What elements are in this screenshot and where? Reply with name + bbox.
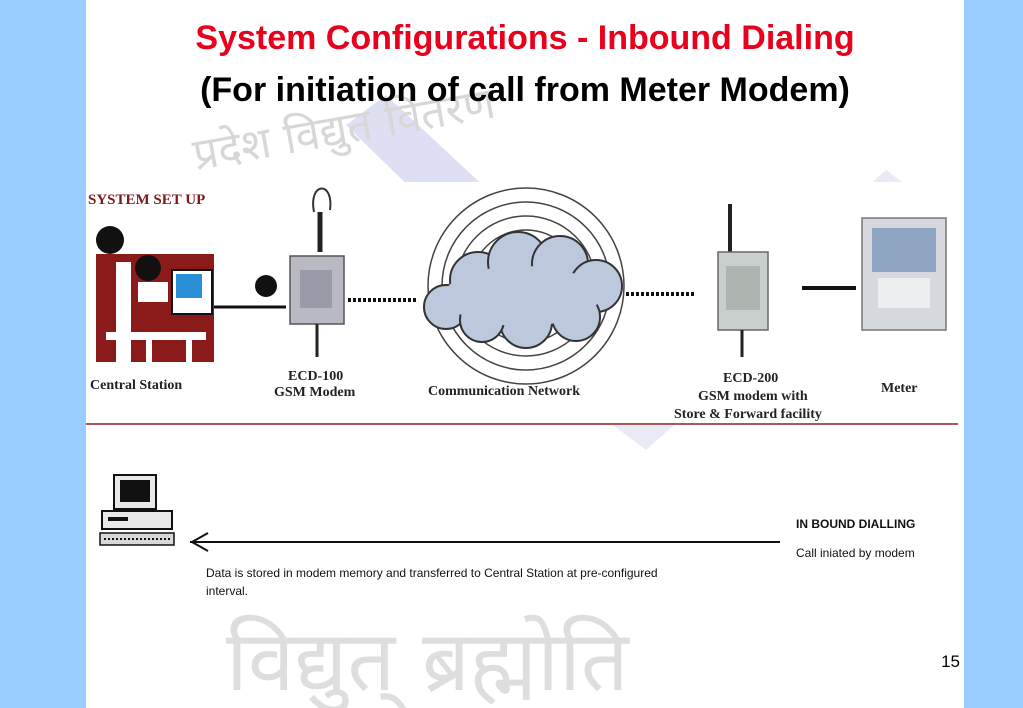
slide-subtitle: (For initiation of call from Meter Modem… <box>200 71 850 109</box>
inbound-note-line2: interval. <box>206 584 248 598</box>
central-station-label: Central Station <box>90 378 182 393</box>
computer-icon <box>99 474 175 546</box>
inbound-dialling-diagram: IN BOUND DIALLING Call iniated by modem … <box>86 463 964 603</box>
ecd100-modem-icon <box>289 187 345 357</box>
meter-label: Meter <box>881 381 918 396</box>
inbound-arrow-head <box>189 532 209 552</box>
slide-title: System Configurations - Inbound Dialing <box>195 19 855 57</box>
setup-heading: SYSTEM SET UP <box>88 192 205 208</box>
ecd200-modem-icon <box>717 204 769 357</box>
page-number: 15 <box>941 652 960 671</box>
ecd100-label-1: ECD-100 <box>288 369 343 384</box>
ecd200-label-1: ECD-200 <box>723 371 778 386</box>
central-station-icon <box>96 226 214 362</box>
inbound-caption: Call iniated by modem <box>796 546 915 560</box>
watermark-bottom-text: विद्युत् ब्रह्मोति <box>226 612 631 708</box>
inbound-panel <box>86 463 964 603</box>
meter-icon <box>861 217 947 331</box>
ecd200-label-2: GSM modem with <box>698 389 808 404</box>
slide: प्रदेश विद्युत वितरण विद्युत् ब्रह्मोति … <box>86 0 964 708</box>
ecd100-label-2: GSM Modem <box>274 385 356 400</box>
system-setup-diagram: SYSTEM SET UP Central Station ECD-100 <box>86 182 964 425</box>
network-label: Communication Network <box>428 384 580 399</box>
inbound-note-line1: Data is stored in modem memory and trans… <box>206 566 658 580</box>
antenna-ball-icon <box>255 275 277 297</box>
communication-network-icon <box>423 187 625 385</box>
ecd200-label-3: Store & Forward facility <box>674 407 822 422</box>
inbound-heading: IN BOUND DIALLING <box>796 517 915 531</box>
